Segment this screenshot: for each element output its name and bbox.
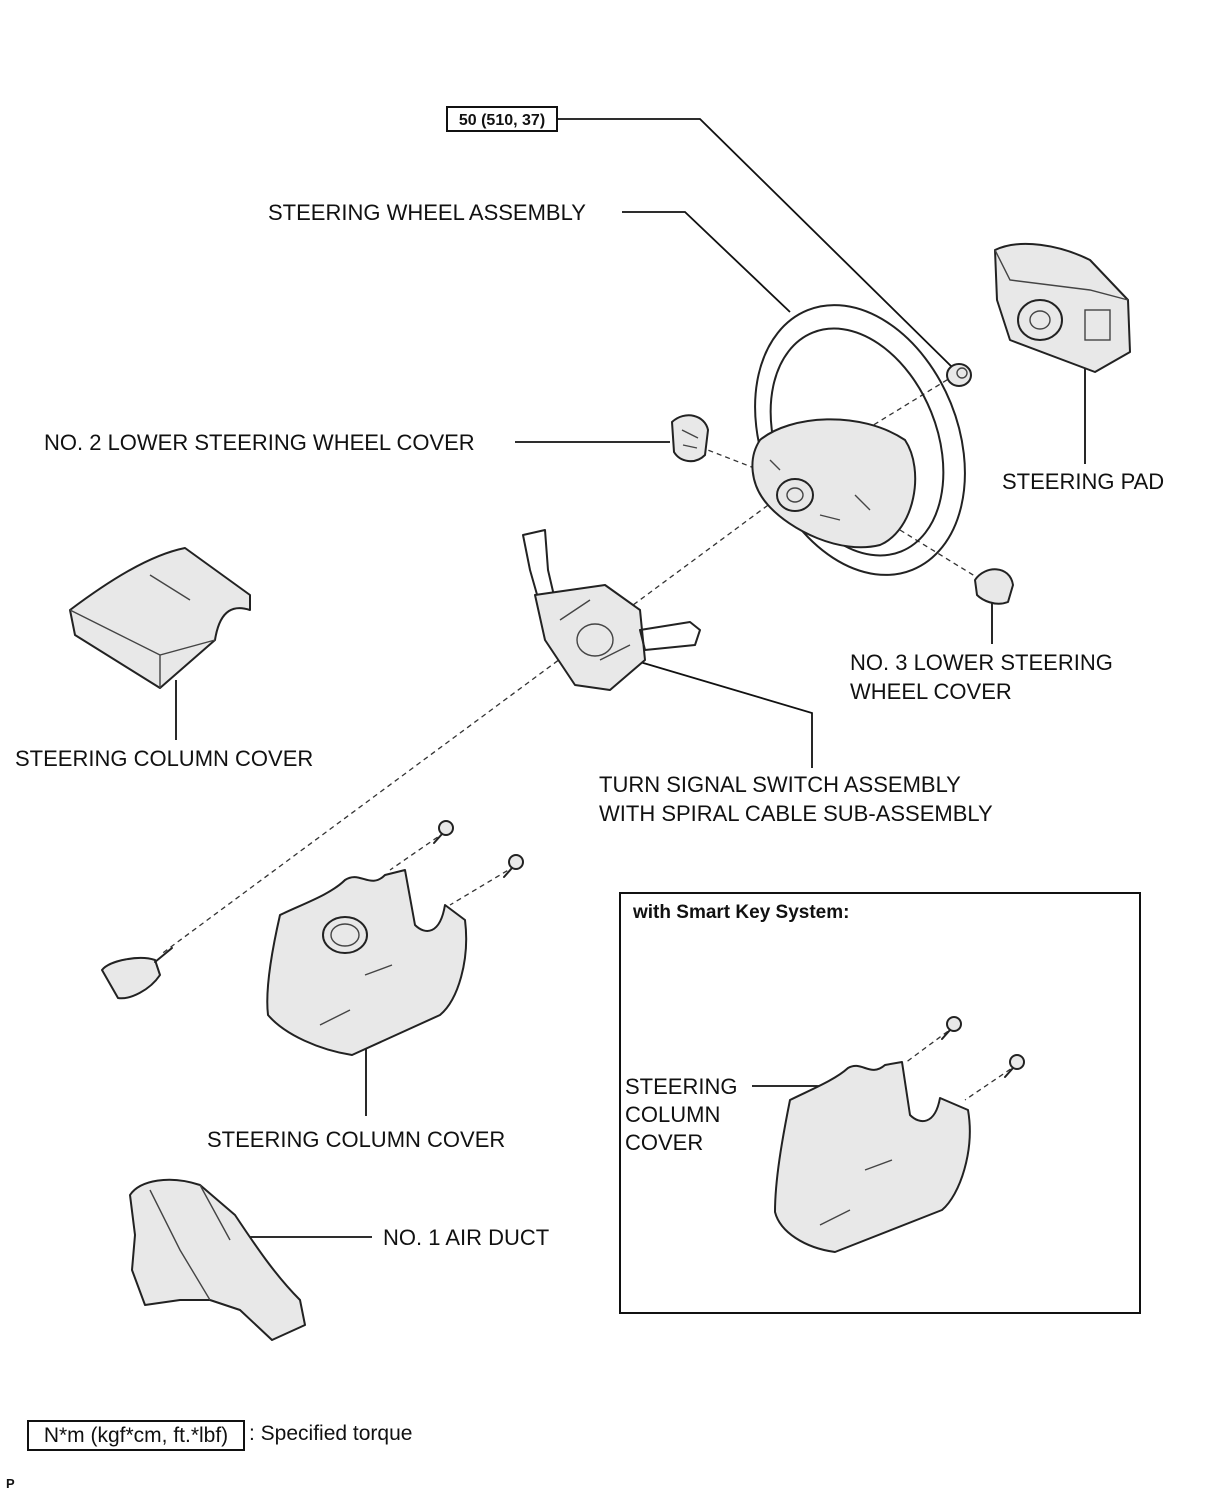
leader-turn-signal — [639, 661, 813, 768]
label-turn-signal-line2: WITH SPIRAL CABLE SUB-ASSEMBLY — [599, 801, 993, 826]
steering-wheel-assembly — [751, 304, 966, 576]
label-no3-lower-cover-line2: WHEEL COVER — [850, 679, 1012, 704]
no2-lower-cover-part — [671, 414, 709, 463]
label-turn-signal-line1: TURN SIGNAL SWITCH ASSEMBLY — [599, 772, 961, 797]
inset-title: with Smart Key System: — [633, 902, 850, 923]
label-no3-lower-cover-line1: NO. 3 LOWER STEERING — [850, 650, 1113, 675]
steering-column-cover-upper-part — [69, 547, 251, 689]
smart-key-inset — [619, 892, 1141, 1314]
ignition-switch-part — [101, 947, 173, 1000]
inset-label-line3: COVER — [625, 1130, 704, 1155]
no3-lower-cover-part — [974, 568, 1014, 605]
leader-torque — [558, 118, 956, 371]
steering-column-cover-lower-part — [266, 869, 468, 1056]
inset-label-line2: COLUMN — [625, 1102, 721, 1127]
label-no1-air-duct: NO. 1 AIR DUCT — [383, 1225, 550, 1250]
legend-unit-box: N*m (kgf*cm, ft.*lbf) — [27, 1420, 245, 1451]
leader-steering-wheel — [622, 211, 791, 313]
assembly-axes — [159, 374, 1019, 1101]
steering-pad — [994, 242, 1131, 373]
steering-wheel-nut — [946, 363, 972, 387]
corner-mark: P — [6, 1476, 15, 1491]
torque-spec-box: 50 (510, 37) — [446, 106, 558, 132]
label-steering-column-cover-upper: STEERING COLUMN COVER — [15, 746, 314, 771]
label-steering-pad: STEERING PAD — [1002, 469, 1165, 494]
label-steering-column-cover-lower: STEERING COLUMN COVER — [207, 1127, 506, 1152]
column-cover-screws — [433, 820, 524, 878]
inset-label-line1: STEERING — [625, 1074, 738, 1099]
no1-air-duct-part — [129, 1178, 306, 1341]
turn-signal-switch — [522, 529, 701, 691]
label-no2-lower-cover: NO. 2 LOWER STEERING WHEEL COVER — [44, 430, 475, 455]
label-steering-wheel-assembly: STEERING WHEEL ASSEMBLY — [268, 200, 586, 225]
legend-description: : Specified torque — [249, 1422, 413, 1445]
